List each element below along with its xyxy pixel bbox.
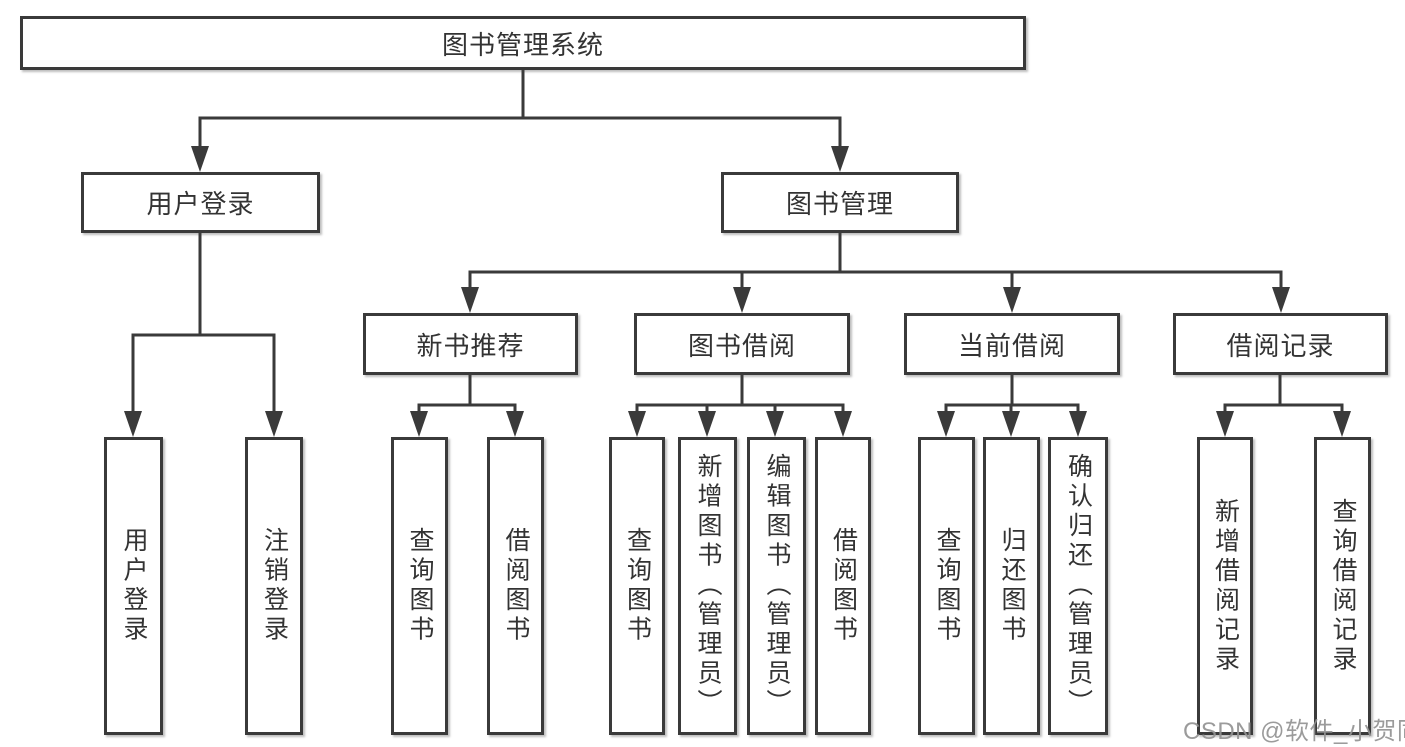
- node-query-books-current: 查询图书: [918, 437, 975, 735]
- connector-arrowhead: [831, 146, 849, 172]
- node-return-books: 归还图书: [983, 437, 1040, 735]
- connector-arrowhead: [124, 411, 142, 437]
- node-confirm-return-admin: 确认归还（管理员）: [1048, 437, 1108, 735]
- connector-arrowhead: [1002, 411, 1020, 437]
- connector-arrowhead: [1003, 287, 1021, 313]
- connector-arrowhead: [834, 411, 852, 437]
- node-borrow-books-recommend: 借阅图书: [487, 437, 544, 735]
- node-query-borrow-record: 查询借阅记录: [1314, 437, 1371, 735]
- connector-arrowhead: [937, 411, 955, 437]
- node-book-management: 图书管理: [721, 172, 959, 233]
- node-borrow-books-leaf: 借阅图书: [815, 437, 871, 735]
- connector-arrowhead: [1272, 287, 1290, 313]
- connector-arrowhead: [698, 411, 716, 437]
- node-query-books-borrow: 查询图书: [609, 437, 665, 735]
- node-new-book-recommendation: 新书推荐: [363, 313, 578, 375]
- node-borrowing-records: 借阅记录: [1173, 313, 1388, 375]
- connector-arrowhead: [766, 411, 784, 437]
- connector-arrowhead: [628, 411, 646, 437]
- connector-arrowhead: [410, 411, 428, 437]
- watermark-text: CSDN @软件_小贺同学: [1183, 718, 1405, 745]
- connector-arrowhead: [733, 287, 751, 313]
- connector-arrowhead: [1069, 411, 1087, 437]
- connector-arrowhead: [1216, 411, 1234, 437]
- node-user-login: 用户登录: [81, 172, 320, 233]
- node-logout: 注销登录: [245, 437, 303, 735]
- node-user-login-leaf: 用户登录: [104, 437, 163, 735]
- connector-arrowhead: [1333, 411, 1351, 437]
- node-current-borrowing: 当前借阅: [904, 313, 1120, 375]
- node-edit-books-admin: 编辑图书（管理员）: [747, 437, 806, 735]
- connector-arrowhead: [191, 146, 209, 172]
- node-add-books-admin: 新增图书（管理员）: [678, 437, 737, 735]
- node-add-borrow-record: 新增借阅记录: [1197, 437, 1253, 735]
- node-query-books-recommend: 查询图书: [391, 437, 448, 735]
- node-book-borrowing: 图书借阅: [634, 313, 850, 375]
- connector-arrowhead: [461, 287, 479, 313]
- node-root: 图书管理系统: [20, 16, 1026, 70]
- connector-arrowhead: [506, 411, 524, 437]
- connector-arrowhead: [265, 411, 283, 437]
